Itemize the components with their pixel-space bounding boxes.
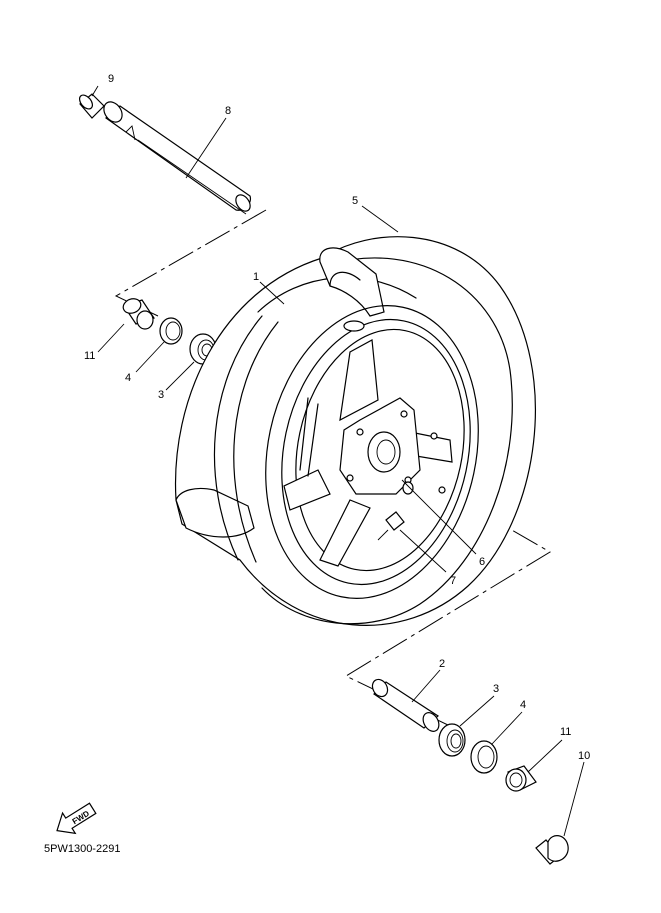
oil-seal-left (159, 317, 183, 345)
callout-4-right: 4 (520, 699, 526, 711)
fwd-arrow-icon: FWD (56, 802, 97, 835)
collar-right (505, 765, 537, 792)
callout-8: 8 (225, 105, 231, 117)
leader-lines (91, 85, 585, 837)
bearing-right (438, 723, 466, 757)
front-wheel-axle (103, 101, 252, 215)
axle-nut-bolt (535, 835, 569, 865)
callout-4-left: 4 (125, 372, 131, 384)
callout-5: 5 (352, 195, 358, 207)
wheel-and-tire (174, 236, 536, 626)
callout-9: 9 (108, 73, 114, 85)
callout-1: 1 (253, 271, 259, 283)
valve (377, 511, 405, 541)
drawing-number: 5PW1300-2291 (44, 843, 120, 855)
callout-11-left: 11 (84, 350, 95, 362)
callout-6: 6 (479, 556, 485, 568)
axle-cap (78, 93, 105, 119)
callout-11-right: 11 (560, 726, 571, 738)
oil-seal-right (470, 740, 498, 774)
collar-left (122, 298, 155, 330)
callout-10: 10 (578, 750, 590, 762)
spacer-right (371, 678, 440, 732)
callout-2: 2 (439, 658, 445, 670)
callout-7: 7 (450, 575, 456, 587)
callout-3-right: 3 (493, 683, 499, 695)
callout-3-left: 3 (158, 389, 164, 401)
spacer-flange (402, 481, 414, 495)
